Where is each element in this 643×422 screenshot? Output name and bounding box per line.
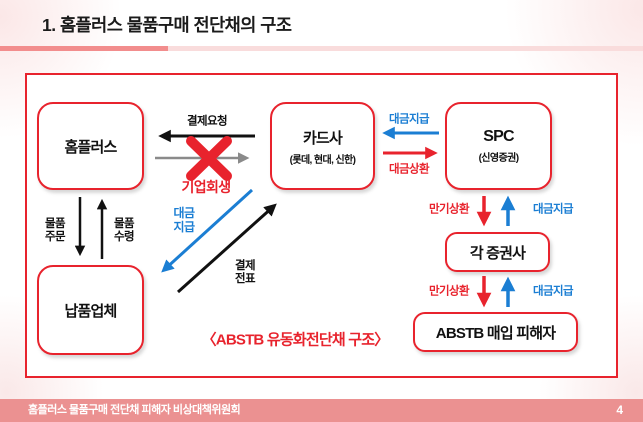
label-payment-request: 결제요청 bbox=[187, 115, 228, 128]
label-payment-diagonal-line1: 대금 bbox=[173, 206, 195, 221]
node-securities-firms-label: 각 증권사 bbox=[469, 244, 526, 262]
label-payment-spc: 대금지급 bbox=[533, 203, 574, 216]
node-card-companies-sublabel: (롯데, 현대, 신한) bbox=[289, 154, 356, 166]
footer-page-number: 4 bbox=[616, 403, 623, 417]
title-underline-dark bbox=[0, 46, 168, 51]
footer-bar: 홈플러스 물품구매 전단채 피해자 비상대책위원회 4 bbox=[0, 399, 643, 422]
label-goods-order: 물품 주문 bbox=[45, 217, 66, 244]
diagram-caption: 〈ABSTB 유동화전단채 구조〉 bbox=[201, 331, 390, 349]
label-corporate-rehabilitation: 기업회생 bbox=[181, 178, 231, 195]
arrow-settlement-slip bbox=[176, 203, 277, 294]
label-settlement-slip-line1: 결제 bbox=[235, 259, 256, 272]
label-payment-diagonal: 대금 지급 bbox=[173, 206, 195, 235]
label-maturity-repayment-spc: 만기상환 bbox=[429, 203, 470, 216]
node-suppliers-label: 납품업체 bbox=[64, 302, 117, 320]
label-repayment-card: 대금상환 bbox=[389, 163, 430, 176]
label-goods-receipt: 물품 수령 bbox=[114, 217, 135, 244]
diagram-canvas: 홈플러스 카드사 (롯데, 현대, 신한) SPC (신영증권) 납품업체 각 … bbox=[25, 73, 618, 378]
label-settlement-slip: 결제 전표 bbox=[235, 259, 256, 286]
node-suppliers: 납품업체 bbox=[37, 265, 144, 355]
node-homeplus-label: 홈플러스 bbox=[64, 138, 117, 156]
node-homeplus: 홈플러스 bbox=[37, 102, 144, 190]
label-payment-card: 대금지급 bbox=[389, 113, 430, 126]
x-mark-stroke-2 bbox=[186, 136, 232, 181]
node-abstb-victims-label: ABSTB 매입 피해자 bbox=[435, 324, 556, 342]
label-payment-diagonal-line2: 지급 bbox=[173, 220, 195, 234]
node-spc: SPC (신영증권) bbox=[445, 102, 552, 190]
arrow-payment-card-supplier bbox=[161, 188, 254, 273]
footer-text: 홈플러스 물품구매 전단채 피해자 비상대책위원회 bbox=[28, 404, 241, 416]
node-abstb-victims: ABSTB 매입 피해자 bbox=[413, 312, 578, 352]
node-spc-label: SPC bbox=[483, 128, 514, 145]
node-securities-firms: 각 증권사 bbox=[445, 232, 550, 272]
label-maturity-repayment-victims: 만기상환 bbox=[429, 285, 470, 298]
label-goods-receipt-line2: 수령 bbox=[114, 231, 135, 243]
node-card-companies-label: 카드사 bbox=[302, 129, 343, 147]
label-payment-victims: 대금지급 bbox=[533, 285, 574, 298]
label-goods-receipt-line1: 물품 bbox=[114, 217, 135, 230]
node-card-companies: 카드사 (롯데, 현대, 신한) bbox=[270, 102, 375, 190]
label-settlement-slip-line2: 전표 bbox=[235, 273, 256, 285]
diagram-arrows bbox=[74, 126, 516, 308]
title-underline-light bbox=[168, 46, 643, 51]
node-spc-sublabel: (신영증권) bbox=[478, 153, 519, 164]
page-title: 1. 홈플러스 물품구매 전단채의 구조 bbox=[42, 15, 292, 35]
label-goods-order-line2: 주문 bbox=[45, 231, 66, 243]
label-goods-order-line1: 물품 bbox=[45, 217, 66, 230]
